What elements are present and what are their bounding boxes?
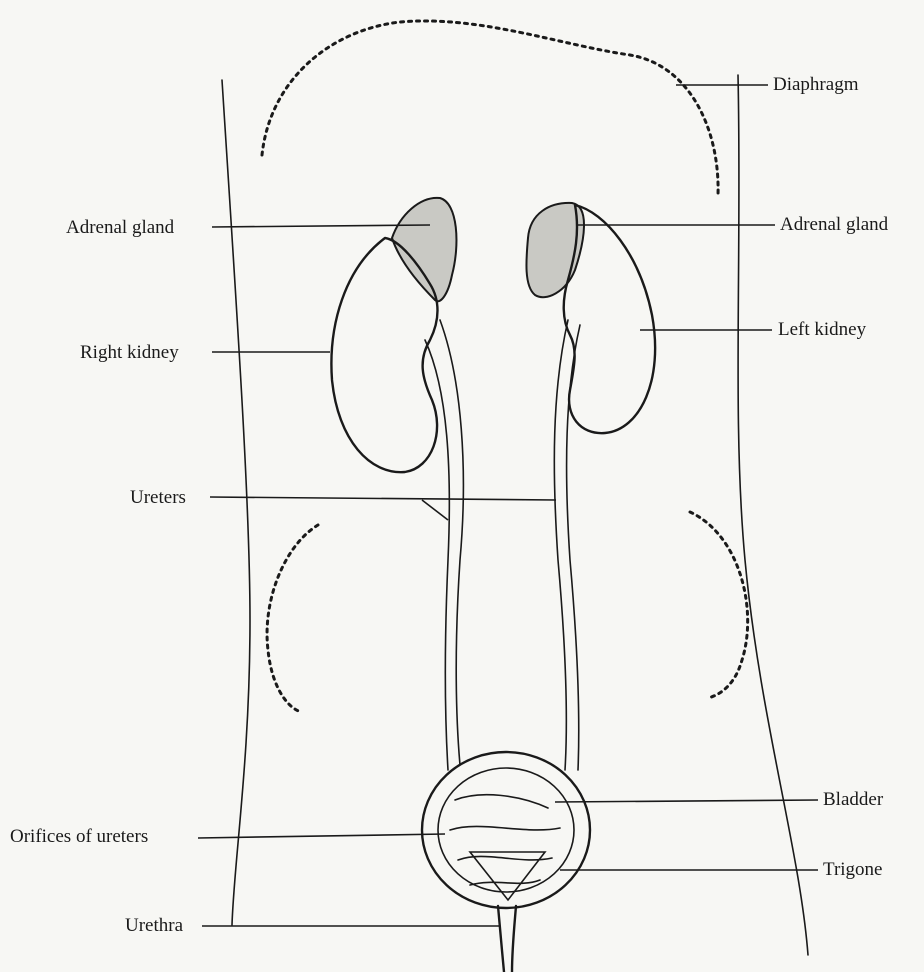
label-ureters: Ureters (130, 487, 186, 509)
leader-ureters-branch (422, 500, 448, 520)
label-trigone: Trigone (823, 859, 882, 881)
label-diaphragm: Diaphragm (773, 74, 858, 96)
leader-ureters (210, 497, 556, 500)
left-kidney (564, 205, 655, 433)
label-bladder: Bladder (823, 789, 883, 811)
pelvis-contour-right (690, 512, 748, 698)
label-left-kidney: Left kidney (778, 319, 866, 341)
label-right-kidney: Right kidney (80, 342, 179, 364)
urethra (498, 906, 516, 972)
body-outline-right (738, 75, 808, 955)
right-ureter-inner (440, 320, 463, 765)
leader-bladder (555, 800, 818, 802)
body-outline-left (222, 80, 250, 925)
label-urethra: Urethra (125, 915, 183, 937)
bladder-outer (422, 752, 590, 908)
bladder-inner (438, 768, 574, 892)
diaphragm-outline (262, 21, 718, 195)
leader-orifices (198, 834, 445, 838)
label-orifices-of-ureters: Orifices of ureters (10, 826, 148, 848)
right-adrenal-gland (392, 198, 456, 301)
left-ureter (554, 320, 568, 770)
pelvis-contour-left (267, 525, 318, 712)
label-adrenal-gland-right: Adrenal gland (66, 217, 174, 239)
label-adrenal-gland-left: Adrenal gland (780, 214, 888, 236)
bladder-folds (450, 795, 560, 885)
right-ureter (425, 340, 449, 770)
